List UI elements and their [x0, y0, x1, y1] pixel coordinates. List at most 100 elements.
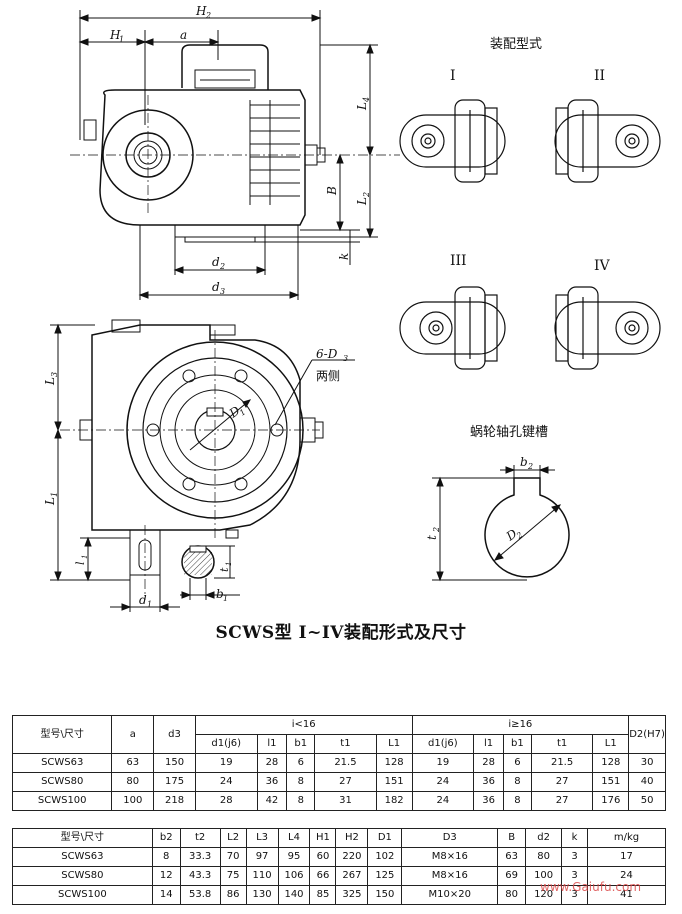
technical-drawing: H 2 H 1 a	[43, 4, 661, 612]
cell: 6	[286, 753, 316, 773]
subheader: b1	[286, 734, 316, 754]
cell: 21.5	[530, 753, 594, 773]
header-cell: D1	[367, 828, 403, 848]
svg-text:2: 2	[527, 462, 533, 471]
dim-l1: L	[43, 497, 57, 506]
cell: 80	[525, 847, 563, 867]
cell: 86	[219, 885, 247, 905]
cell: 41	[587, 885, 666, 905]
cell: 120	[525, 885, 563, 905]
cell: 27	[530, 772, 594, 792]
subheader: L1	[375, 734, 413, 754]
cell: 43.3	[179, 866, 221, 886]
cell: 19	[194, 753, 258, 773]
cell: 53.8	[179, 885, 221, 905]
cell: 128	[592, 753, 630, 773]
header-cell: L3	[245, 828, 279, 848]
cell: 106	[277, 866, 311, 886]
cell: SCWS63	[11, 753, 113, 773]
dim-k: k	[337, 253, 351, 260]
cell: 24	[411, 772, 475, 792]
dim-t2: t	[425, 535, 439, 540]
cell: 21.5	[314, 753, 377, 773]
bolt-holes-label: 6-D	[316, 347, 338, 361]
dimensions-table-2: 型号\尺寸 b2 t2 L2 L3 L4 H1 H2 D1 D3 B d2 k …	[12, 828, 666, 905]
cell: 40	[628, 772, 666, 792]
cell: 70	[219, 847, 247, 867]
svg-text:1: 1	[225, 562, 233, 566]
header-group-low: i<16	[194, 715, 413, 735]
header-cell: 型号\尺寸	[12, 828, 153, 848]
svg-text:4: 4	[362, 97, 371, 103]
cell: 50	[628, 791, 666, 811]
cell: 60	[309, 847, 337, 867]
table-row: SCWS100 14 53.8 86 130 140 85 325 150 M1…	[12, 885, 666, 905]
dimensions-table-1: 型号\尺寸 a d3 i<16 i≥16 D2(H7) d1(j6) l1 b1…	[11, 715, 666, 811]
cell: 28	[194, 791, 258, 811]
svg-text:2: 2	[514, 530, 524, 541]
cell: M8×16	[401, 847, 499, 867]
cell: 66	[309, 866, 337, 886]
dim-l2: L	[355, 197, 369, 206]
svg-text:2: 2	[432, 527, 441, 533]
cell: 8	[502, 772, 532, 792]
assembly-heading: 装配型式	[490, 37, 542, 52]
header-cell: d2	[525, 828, 563, 848]
side-view: L 3 L 1 l 1 d 1 b 1 t 1 D 1	[43, 319, 355, 612]
assembly-type-iii	[399, 286, 506, 370]
cell: M8×16	[401, 866, 499, 886]
cell: 28	[473, 753, 504, 773]
dim-d1: d	[139, 593, 147, 607]
svg-text:1: 1	[119, 35, 124, 44]
roman-iii: III	[450, 253, 467, 269]
dim-h2: H	[195, 4, 207, 18]
svg-text:1: 1	[147, 600, 152, 609]
cell: 130	[245, 885, 279, 905]
cell: SCWS100	[11, 791, 113, 811]
header-cell: k	[561, 828, 589, 848]
roman-i: I	[450, 68, 456, 84]
figure-caption: SCWS型 I~IV装配形式及尺寸	[215, 623, 467, 643]
cell: 14	[151, 885, 181, 905]
header-a: a	[111, 715, 155, 754]
cell: 218	[153, 791, 196, 811]
cell: 151	[592, 772, 630, 792]
cell: 36	[473, 772, 504, 792]
cell: 19	[411, 753, 475, 773]
svg-text:2: 2	[219, 262, 225, 271]
cell: 102	[367, 847, 403, 867]
subheader: d1(j6)	[194, 734, 258, 754]
table-header-row: 型号\尺寸 b2 t2 L2 L3 L4 H1 H2 D1 D3 B d2 k …	[12, 828, 666, 848]
cell: 3	[561, 847, 589, 867]
cell: 27	[530, 791, 594, 811]
header-cell: L2	[219, 828, 247, 848]
cell: 24	[411, 791, 475, 811]
cell: 8	[286, 772, 316, 792]
cell: 80	[497, 885, 527, 905]
roman-ii: II	[594, 68, 605, 84]
cell: 24	[194, 772, 258, 792]
subheader: l1	[256, 734, 288, 754]
cell: 31	[314, 791, 377, 811]
cell: 110	[245, 866, 279, 886]
header-cell: H1	[309, 828, 337, 848]
keyway-heading: 蜗轮轴孔键槽	[470, 424, 548, 440]
svg-text:2: 2	[205, 11, 211, 20]
header-cell: D3	[401, 828, 499, 848]
header-cell: L4	[277, 828, 311, 848]
two-sides-label: 两侧	[316, 369, 340, 383]
table-row: SCWS80 80 175 24 36 8 27 151 24 36 8 27 …	[11, 772, 666, 792]
dim-d2: d	[212, 255, 220, 269]
dim-l4: L	[355, 102, 369, 111]
cell: 175	[153, 772, 196, 792]
cell: 125	[367, 866, 403, 886]
cell: SCWS100	[12, 885, 153, 905]
cell: 28	[256, 753, 288, 773]
cell: 27	[314, 772, 377, 792]
dim-l3: L	[43, 377, 57, 386]
header-cell: H2	[335, 828, 369, 848]
dim-t1: t	[218, 567, 231, 572]
cell: 8	[502, 791, 532, 811]
cell: 69	[497, 866, 527, 886]
cell: 97	[245, 847, 279, 867]
